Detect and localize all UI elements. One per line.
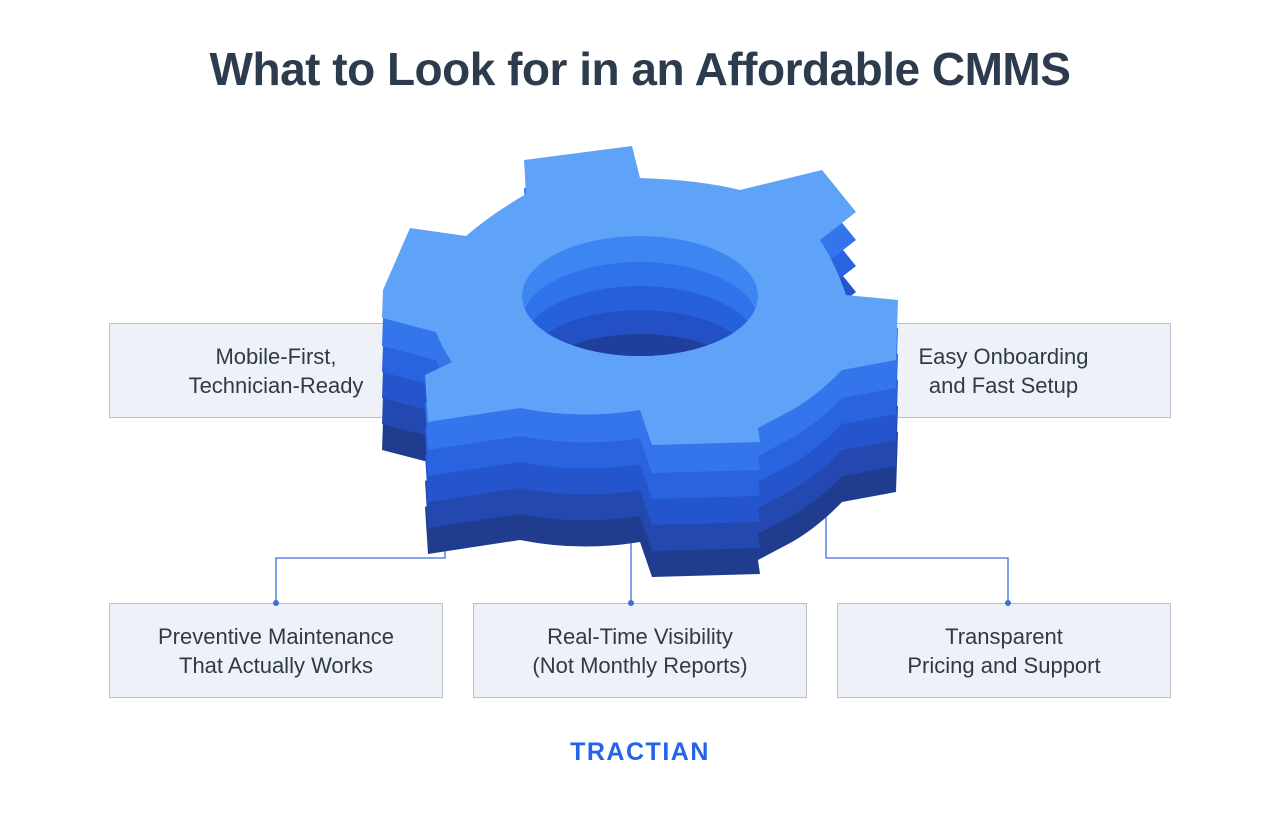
page-title: What to Look for in an Affordable CMMS <box>209 43 1071 95</box>
card-realtime-line1: Real-Time Visibility <box>547 623 733 649</box>
connector-dot-realtime <box>628 600 634 606</box>
gear-body <box>382 146 898 577</box>
card-pm-line1: Preventive Maintenance <box>157 623 395 649</box>
connector-transparent-pricing <box>825 488 1009 603</box>
card-mobile-line2: Technician-Ready <box>188 372 364 398</box>
card-real-time-visibility: Real-Time Visibility (Not Monthly Report… <box>473 603 807 698</box>
connector-dot-pm <box>273 600 279 606</box>
card-preventive-maintenance: Preventive Maintenance That Actually Wor… <box>109 603 443 698</box>
card-onboard-line2: and Fast Setup <box>928 372 1079 398</box>
card-pricing-line2: Pricing and Support <box>907 652 1101 678</box>
card-mobile-line1: Mobile-First, <box>215 343 337 369</box>
connector-dot-pricing <box>1005 600 1011 606</box>
card-pm-line2: That Actually Works <box>179 652 373 678</box>
card-transparent-pricing: Transparent Pricing and Support <box>837 603 1171 698</box>
card-realtime-line2: (Not Monthly Reports) <box>532 652 748 678</box>
tractian-logo: TRACTIAN <box>570 738 710 766</box>
card-onboard-line1: Easy Onboarding <box>918 343 1089 369</box>
card-pricing-line1: Transparent <box>945 623 1063 649</box>
